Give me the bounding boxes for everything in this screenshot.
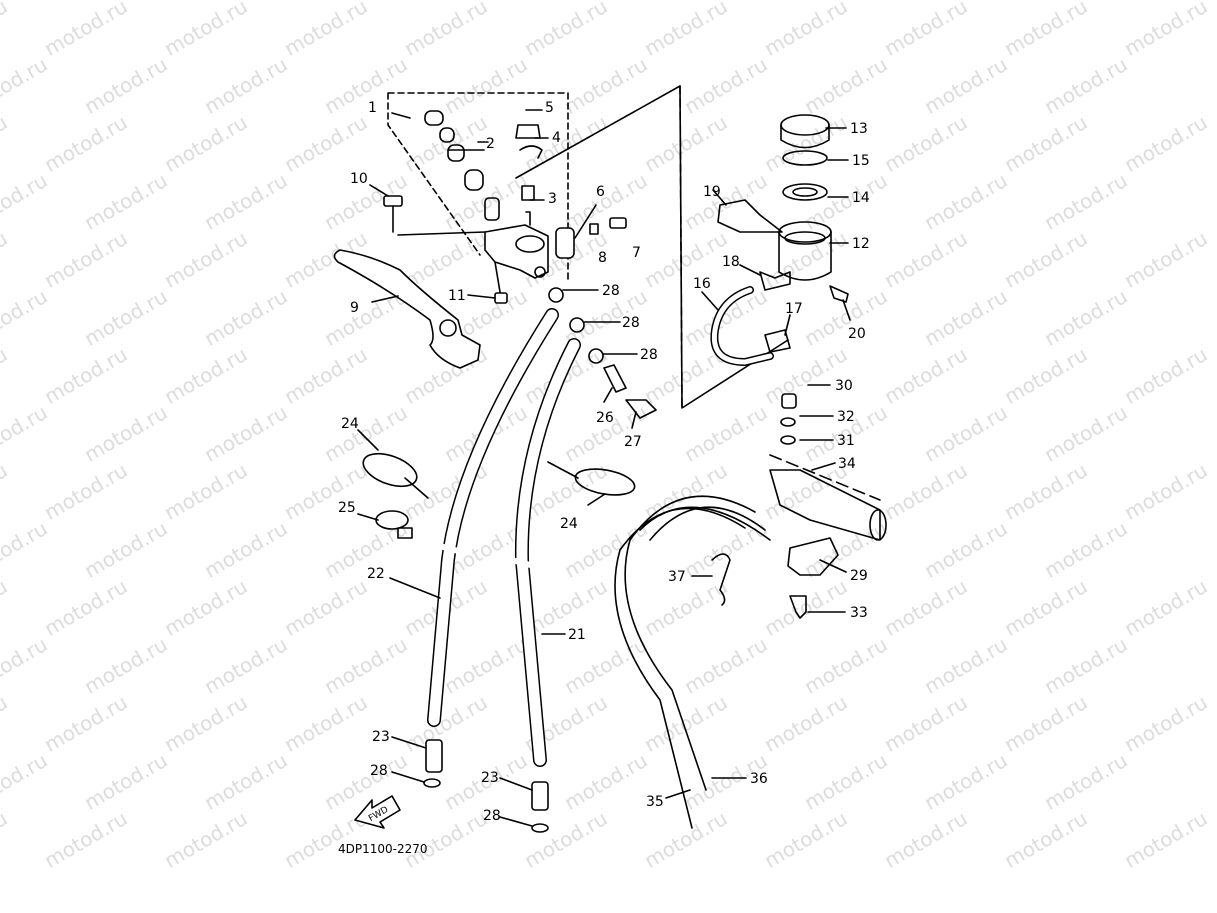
callout-19: 19 [703, 184, 721, 200]
screw-7-8 [589, 217, 627, 235]
callout-24-b: 24 [560, 516, 578, 532]
housing-29 [787, 537, 839, 576]
screw-20 [829, 285, 849, 303]
callout-23-a: 23 [372, 729, 390, 745]
clip-37 [711, 553, 731, 606]
assembly-1-outline [387, 92, 569, 281]
callout-23-b: 23 [481, 770, 499, 786]
callout-6: 6 [596, 184, 605, 200]
throttle-cable-36 [649, 506, 766, 541]
callout-32: 32 [837, 409, 855, 425]
washer-32 [780, 417, 796, 427]
callout-3: 3 [548, 191, 557, 207]
clamp-17 [764, 329, 791, 353]
callout-29: 29 [850, 568, 868, 584]
callout-33: 33 [850, 605, 868, 621]
callout-9: 9 [350, 300, 359, 316]
reservoir-12 [778, 221, 832, 281]
throttle-cable-35 [614, 507, 746, 829]
diaphragm-15 [782, 150, 828, 166]
lever-9 [333, 249, 481, 369]
cable-tie-24-a [362, 452, 429, 499]
washer-28-e [531, 823, 549, 833]
washer-28-d [423, 778, 441, 788]
bolt-10 [383, 195, 486, 236]
callout-18: 18 [722, 254, 740, 270]
callout-26: 26 [596, 410, 614, 426]
callout-20: 20 [848, 326, 866, 342]
cap-5 [515, 124, 541, 139]
plate-14 [782, 183, 828, 201]
callout-22: 22 [367, 566, 385, 582]
bleeder-27 [625, 399, 657, 419]
union-23-a [425, 739, 443, 773]
cable-tie-24-b [547, 461, 636, 496]
fitting-3 [521, 185, 535, 226]
master-cylinder-body [484, 224, 575, 304]
callout-5: 5 [545, 100, 554, 116]
callout-25: 25 [338, 500, 356, 516]
throttle-grip-34 [769, 454, 887, 541]
callout-35: 35 [646, 794, 664, 810]
bolt-26 [603, 364, 627, 393]
reservoir-cap-13 [780, 114, 830, 149]
washer-28-c [588, 348, 604, 364]
callout-10: 10 [350, 171, 368, 187]
callout-13: 13 [850, 121, 868, 137]
callout-28-d: 28 [370, 763, 388, 779]
diagram-code: 4DP1100-2270 [338, 842, 428, 856]
piston-kit [424, 110, 500, 221]
callout-15: 15 [852, 153, 870, 169]
callout-37: 37 [668, 569, 686, 585]
callout-31: 31 [837, 433, 855, 449]
washer-28-a [548, 287, 564, 303]
callout-8: 8 [598, 250, 607, 266]
callout-4: 4 [552, 130, 561, 146]
union-23-b [531, 781, 549, 811]
bracket-19 [717, 199, 783, 233]
fwd-arrow [354, 795, 401, 829]
brake-hose-22 [427, 308, 559, 727]
callout-27: 27 [624, 434, 642, 450]
cable-band-25 [375, 510, 413, 539]
callout-17: 17 [785, 301, 803, 317]
clamp-18 [759, 271, 791, 291]
callout-16: 16 [693, 276, 711, 292]
callout-28-a: 28 [602, 283, 620, 299]
callout-11: 11 [448, 288, 466, 304]
screw-33 [789, 595, 807, 619]
callout-21: 21 [568, 627, 586, 643]
clip-4 [519, 145, 543, 159]
callout-1: 1 [368, 100, 377, 116]
callout-2: 2 [486, 136, 495, 152]
callout-30: 30 [835, 378, 853, 394]
washer-28-b [569, 317, 585, 333]
callout-34: 34 [838, 456, 856, 472]
callout-36: 36 [750, 771, 768, 787]
callout-28-e: 28 [483, 808, 501, 824]
brake-hose-21 [509, 338, 581, 767]
screw-30 [781, 393, 797, 409]
callout-28-c: 28 [640, 347, 658, 363]
washer-31 [780, 435, 796, 445]
hose-16 [710, 286, 774, 366]
callout-14: 14 [852, 190, 870, 206]
callout-12: 12 [852, 236, 870, 252]
callout-28-b: 28 [622, 315, 640, 331]
callout-7: 7 [632, 245, 641, 261]
callout-24-a: 24 [341, 416, 359, 432]
